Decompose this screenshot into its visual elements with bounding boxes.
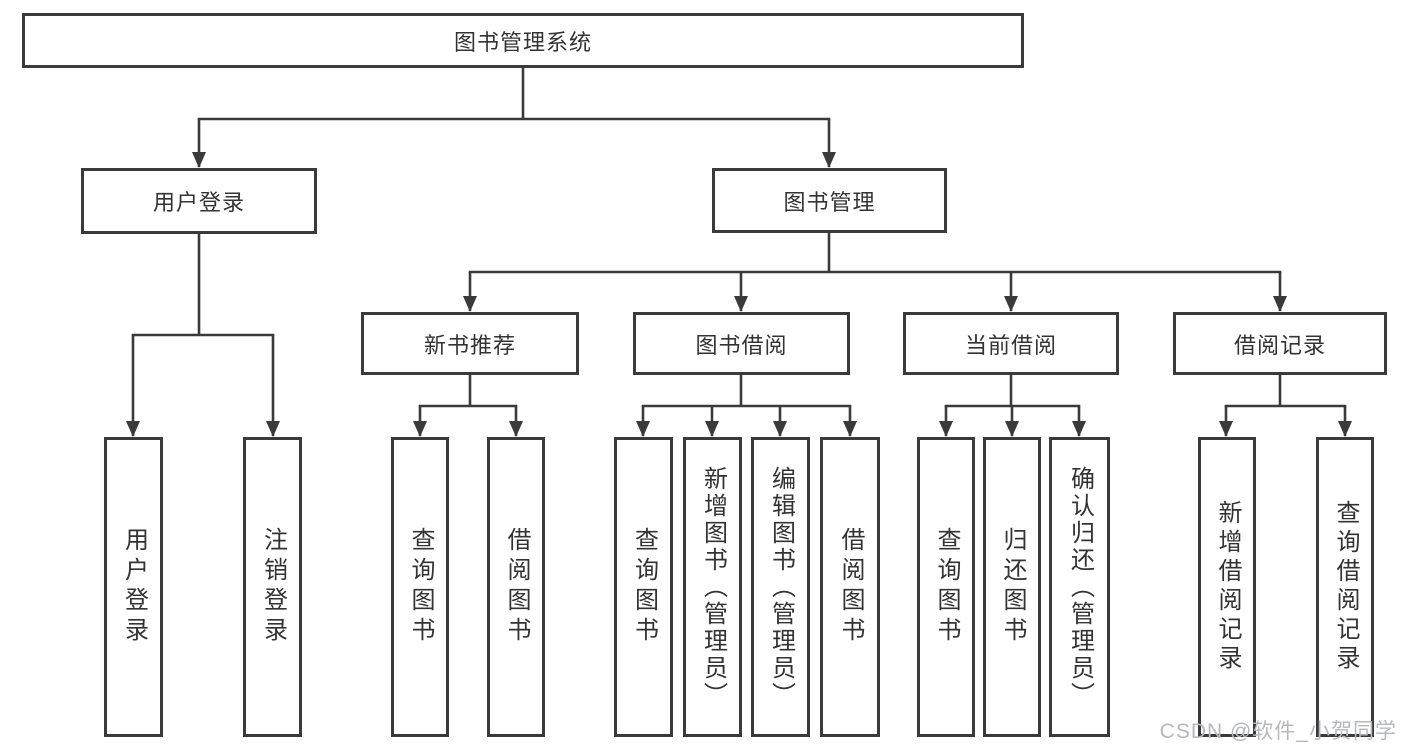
node-book-borrow-label: 图书借阅 <box>695 332 788 358</box>
node-currentborrow-return: 归还图书 <box>983 437 1041 737</box>
node-currentborrow-query-label: 查询图书 <box>933 527 960 647</box>
node-borrow-records-label: 借阅记录 <box>1233 332 1326 358</box>
node-login-label: 用户登录 <box>120 527 148 647</box>
node-records-query-label: 查询借阅记录 <box>1332 500 1359 674</box>
node-bookborrow-add: 新增图书（管理员） <box>683 437 742 737</box>
node-new-books-label: 新书推荐 <box>423 332 516 358</box>
watermark: CSDN @软件_小贺同学 <box>1159 720 1397 743</box>
node-currentborrow-return-label: 归还图书 <box>999 527 1026 647</box>
node-currentborrow-confirm: 确认归还（管理员） <box>1049 437 1110 737</box>
node-logout-label: 注销登录 <box>259 527 287 647</box>
node-current-borrow-label: 当前借阅 <box>964 332 1057 358</box>
node-book-management: 图书管理 <box>712 168 947 233</box>
node-logout: 注销登录 <box>243 437 302 737</box>
node-records-add: 新增借阅记录 <box>1198 437 1256 737</box>
node-newbooks-borrow-label: 借阅图书 <box>503 527 530 647</box>
node-newbooks-borrow: 借阅图书 <box>487 437 545 737</box>
node-bookborrow-edit-label: 编辑图书（管理员） <box>767 465 795 709</box>
node-records-query: 查询借阅记录 <box>1316 437 1374 737</box>
node-user-login-label: 用户登录 <box>152 190 245 215</box>
node-bookborrow-query-label: 查询图书 <box>630 527 658 647</box>
node-new-books: 新书推荐 <box>361 312 579 375</box>
node-bookborrow-borrow-label: 借阅图书 <box>837 527 864 647</box>
node-newbooks-query-label: 查询图书 <box>407 527 434 647</box>
node-records-add-label: 新增借阅记录 <box>1214 500 1241 674</box>
node-book-management-label: 图书管理 <box>783 189 876 215</box>
node-bookborrow-add-label: 新增图书（管理员） <box>699 465 727 709</box>
node-bookborrow-query: 查询图书 <box>614 437 673 737</box>
node-newbooks-query: 查询图书 <box>391 437 449 737</box>
node-root: 图书管理系统 <box>22 13 1024 68</box>
node-root-label: 图书管理系统 <box>453 29 592 55</box>
node-current-borrow: 当前借阅 <box>903 312 1119 375</box>
node-book-borrow: 图书借阅 <box>633 312 850 375</box>
node-currentborrow-query: 查询图书 <box>917 437 975 737</box>
node-bookborrow-edit: 编辑图书（管理员） <box>751 437 810 737</box>
node-currentborrow-confirm-label: 确认归还（管理员） <box>1066 465 1094 709</box>
node-bookborrow-borrow: 借阅图书 <box>820 437 880 737</box>
node-user-login: 用户登录 <box>81 168 317 234</box>
node-borrow-records: 借阅记录 <box>1173 312 1387 375</box>
node-login: 用户登录 <box>104 437 163 737</box>
